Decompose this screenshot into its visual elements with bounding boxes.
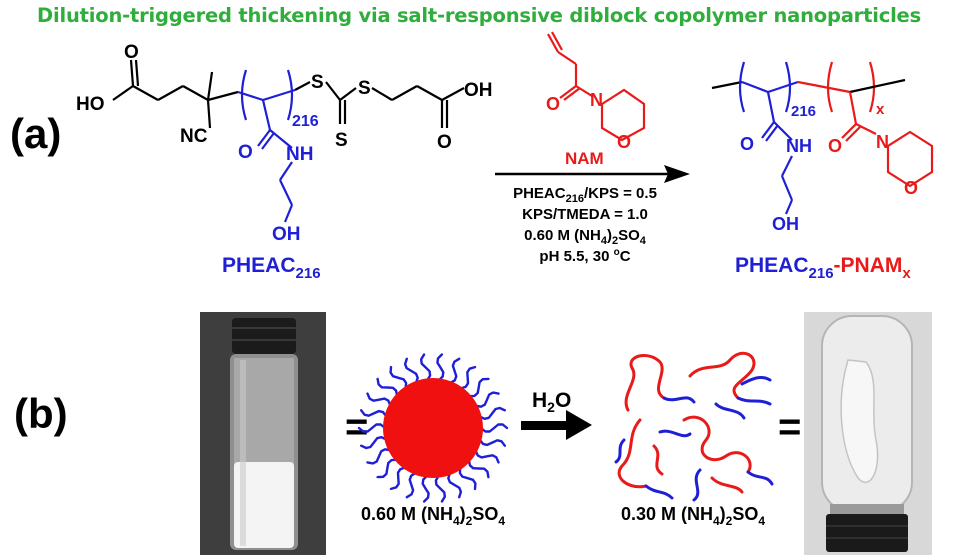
corona-chain <box>366 392 392 407</box>
equals-left: = <box>345 405 368 449</box>
left-salt-caption: 0.60 M (NH4)2SO4 <box>361 504 505 528</box>
s-atom-3: S <box>358 78 371 99</box>
product-structure <box>711 61 934 215</box>
dissolved-chains <box>614 351 774 502</box>
nam-carbonyl-o: O <box>546 94 560 114</box>
s-atom-2: S <box>335 130 348 151</box>
corona-chain <box>479 423 509 433</box>
condition-3: 0.60 M (NH4)2SO4 <box>524 227 647 247</box>
product-nam-o: O <box>828 136 842 156</box>
nanoparticle-core <box>383 378 483 478</box>
corona-chain <box>434 474 446 503</box>
corona-chain <box>389 365 408 390</box>
corona-chain <box>459 365 477 390</box>
side-oh-label: OH <box>272 224 301 245</box>
condition-2: KPS/TMEDA = 1.0 <box>522 206 648 223</box>
product-ring-o: O <box>904 178 918 198</box>
macro-cta-structure <box>112 59 239 129</box>
corona-chain <box>405 471 418 499</box>
nh-label: NH <box>286 144 313 165</box>
corona-chain <box>357 423 387 433</box>
right-salt-caption: 0.30 M (NH4)2SO4 <box>621 504 765 528</box>
panel-label-b: (b) <box>14 390 68 437</box>
corona-chain <box>420 353 432 382</box>
panel-label-a: (a) <box>10 110 62 157</box>
product-repeat-216: 216 <box>791 103 816 120</box>
corona-chain <box>376 458 399 479</box>
corona-chain <box>421 474 430 503</box>
corona-chain <box>403 357 419 385</box>
corona-chain <box>366 448 392 465</box>
corona-chain <box>376 377 399 398</box>
carbonyl-o-label: O <box>124 42 139 63</box>
corona-chain <box>474 449 500 464</box>
figure-title: Dilution-triggered thickening via salt-r… <box>37 4 921 27</box>
reaction-arrow <box>495 165 690 183</box>
product-nh: NH <box>786 136 812 156</box>
pheac-name: PHEAC216 <box>222 254 321 282</box>
corona-chain <box>436 353 445 382</box>
corona-chain <box>478 406 506 420</box>
corona-chain <box>467 377 490 398</box>
corona-chain <box>478 438 506 447</box>
nanoparticle-diagram <box>357 353 509 503</box>
s-atom-1: S <box>311 72 324 93</box>
amide-o-label: O <box>238 142 253 163</box>
repeat-216: 216 <box>292 113 319 130</box>
condition-4: pH 5.5, 30 oC <box>539 247 630 265</box>
nam-monomer <box>547 31 646 142</box>
conditions: PHEAC216/KPS = 0.5 KPS/TMEDA = 1.0 0.60 … <box>513 185 657 265</box>
corona-chain <box>474 391 500 408</box>
product-name: PHEAC216-PNAMx <box>735 254 911 282</box>
macro-cta-labels: HO O NC <box>76 42 208 147</box>
condition-1: PHEAC216/KPS = 0.5 <box>513 185 657 205</box>
vial-photo-gel <box>804 312 932 555</box>
product-repeat-x: x <box>876 101 885 118</box>
pheac-repeat-unit <box>237 69 296 223</box>
nam-n: N <box>590 90 603 110</box>
corona-chain <box>389 466 407 491</box>
h2o-label: H2O <box>532 389 571 415</box>
nam-name: NAM <box>565 149 604 168</box>
corona-chain <box>448 357 461 385</box>
corona-chain <box>360 436 388 450</box>
corona-chain <box>467 458 490 479</box>
vial-photo-cloudy <box>200 312 326 555</box>
corona-chain <box>360 409 388 418</box>
corona-chain <box>458 466 477 491</box>
corona-chain <box>447 471 463 499</box>
equals-right: = <box>778 405 801 449</box>
product-side-oh: OH <box>772 214 799 234</box>
product-amide-o: O <box>740 134 754 154</box>
ho-label: HO <box>76 94 105 115</box>
cn-label: NC <box>180 126 208 147</box>
acid-o-label: O <box>437 132 452 153</box>
product-n: N <box>876 132 889 152</box>
dilution-arrow <box>521 410 592 440</box>
nam-ring-o: O <box>617 132 631 152</box>
acid-oh-label: OH <box>464 80 493 101</box>
